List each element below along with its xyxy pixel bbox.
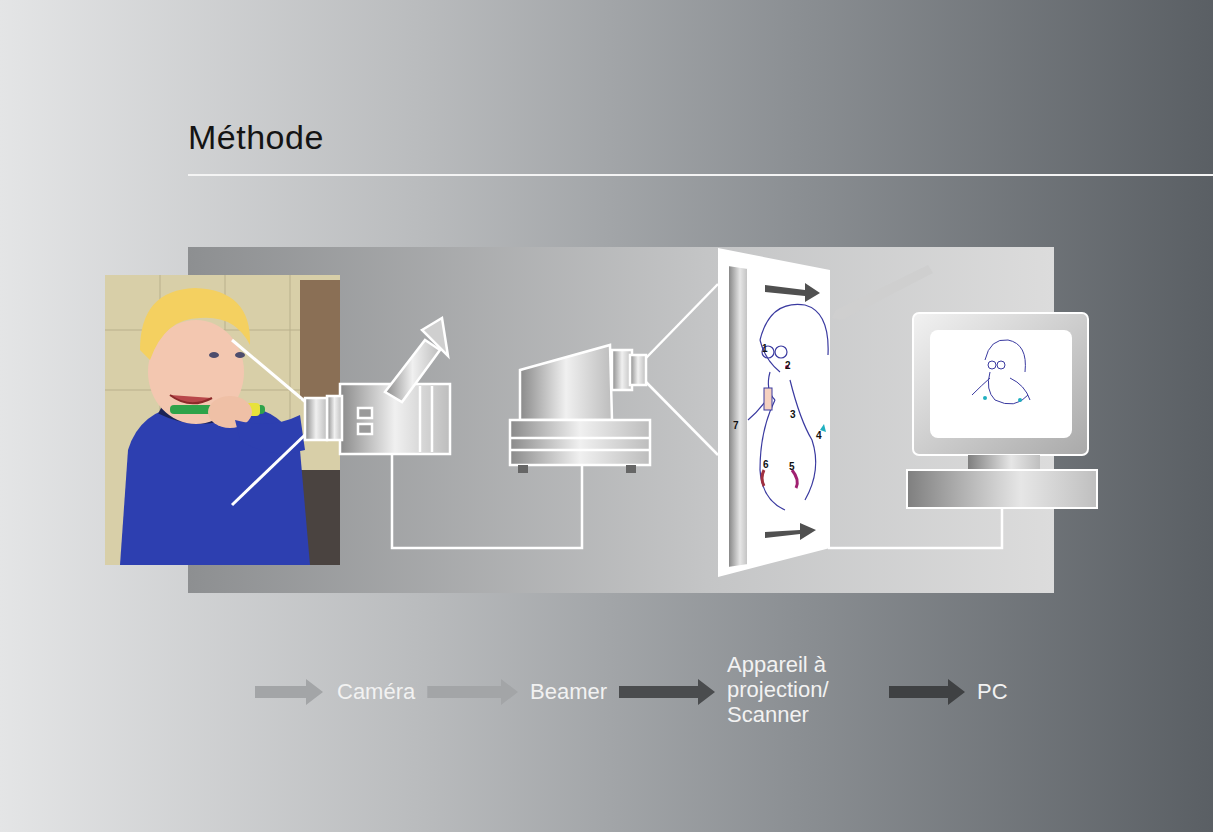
flow-arrow	[427, 679, 518, 705]
screen-scanner	[718, 248, 933, 577]
flow-step: Caméra	[337, 679, 415, 704]
callout-number: 2	[785, 360, 791, 371]
step-label: Caméra	[337, 679, 415, 704]
flow-arrow	[889, 679, 965, 705]
flow-step: Appareil à projection/ Scanner	[727, 652, 877, 727]
callout-number: 6	[763, 459, 769, 470]
projector	[510, 345, 650, 473]
photo	[105, 275, 340, 565]
camera	[305, 318, 450, 454]
callout-number: 3	[790, 409, 796, 420]
flow-step: Beamer	[530, 679, 607, 704]
projection-lines	[646, 284, 718, 455]
step-label: Appareil à projection/ Scanner	[727, 652, 877, 727]
flow-arrow	[619, 679, 715, 705]
step-label: PC	[977, 679, 1008, 704]
page-title: Méthode	[188, 118, 324, 157]
callout-number: 4	[816, 430, 822, 441]
step-label: Beamer	[530, 679, 607, 704]
flow-step: PC	[977, 679, 1008, 704]
title-rule	[188, 174, 1213, 176]
callout-number: 5	[789, 461, 795, 472]
lead-arrow	[255, 679, 323, 705]
computer	[907, 313, 1097, 508]
callout-number: 7	[733, 420, 739, 431]
view-lines	[232, 340, 308, 505]
callout-number: 1	[762, 343, 768, 354]
